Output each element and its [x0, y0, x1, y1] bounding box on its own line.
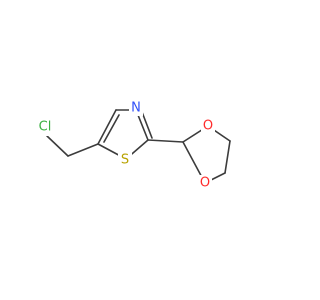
- atom-o-bottom-label: O: [200, 176, 210, 191]
- atom-s-label: S: [121, 153, 129, 168]
- bond-cl-ch2: [46, 135, 69, 157]
- atom-labels: Cl S N O O: [32, 100, 215, 191]
- bond-ch2-c5: [67, 143, 99, 157]
- bond-ch2-ch2: [224, 140, 231, 174]
- bond-c5-c4: [97, 109, 117, 145]
- structure-diagram: Cl S N O O: [32, 100, 231, 191]
- atom-o-top-label: O: [203, 119, 213, 134]
- atom-n-label: N: [131, 101, 141, 116]
- molecule-drawing: Cl S N O O: [32, 100, 231, 191]
- bond-c5-c4-double: [103, 114, 120, 143]
- bond-c2-acetal: [147, 139, 184, 143]
- bond-n3-c2-double: [141, 111, 153, 139]
- atom-cl-label: Cl: [39, 120, 52, 135]
